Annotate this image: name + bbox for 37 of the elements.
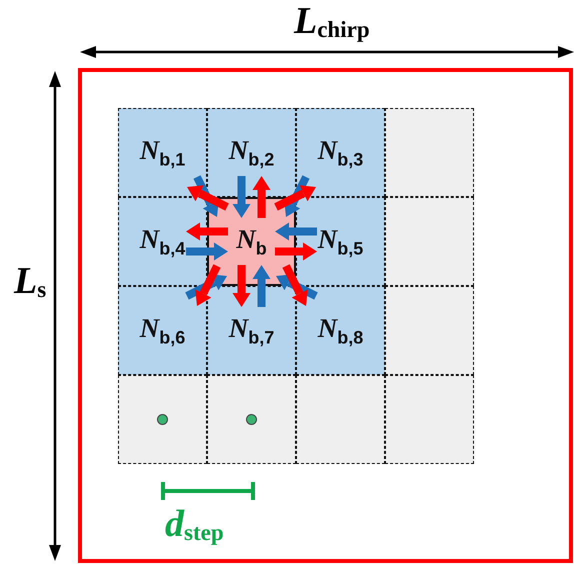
arrow <box>252 176 270 218</box>
grid-cell <box>296 108 385 197</box>
grid-cell <box>118 197 207 286</box>
grid-cell <box>296 286 385 375</box>
grid-cell <box>207 286 296 375</box>
cell-label: N$_{b,1}$ <box>140 134 186 170</box>
arrow <box>276 274 318 300</box>
arrow <box>275 222 317 240</box>
dimension-label: L$_{chirp}$ <box>294 2 370 42</box>
arrow <box>274 185 316 211</box>
grid-cell <box>118 286 207 375</box>
cell-label: N$_{b,7}$ <box>228 312 274 348</box>
arrow <box>252 265 270 307</box>
cell-label: N$_{b,4}$ <box>140 224 186 260</box>
arrow <box>195 264 221 306</box>
cell-label: N$_{b,5}$ <box>318 224 364 260</box>
arrow <box>232 265 250 307</box>
arrow <box>193 175 219 217</box>
dimension-label: L$_{s}$ <box>14 262 46 302</box>
grid-cell <box>296 197 385 286</box>
arrow <box>187 185 229 211</box>
cell-label: N$_{b,8}$ <box>318 312 364 348</box>
grid-cell <box>118 108 207 197</box>
arrow <box>282 264 308 306</box>
cell-label: N$_{b}$ <box>236 224 267 260</box>
arrow <box>186 222 228 240</box>
frame-rectangle <box>78 68 573 563</box>
arrow <box>232 176 250 218</box>
cell-label: N$_{b,2}$ <box>228 134 274 170</box>
dimension-label: d$_{step}$ <box>165 505 224 544</box>
cell-label: N$_{b,3}$ <box>318 134 364 170</box>
arrow <box>275 242 317 260</box>
arrow <box>186 242 228 260</box>
arrow <box>185 274 227 300</box>
cell-label: N$_{b,6}$ <box>140 312 186 348</box>
grid-cell <box>207 108 296 197</box>
arrow <box>284 175 310 217</box>
